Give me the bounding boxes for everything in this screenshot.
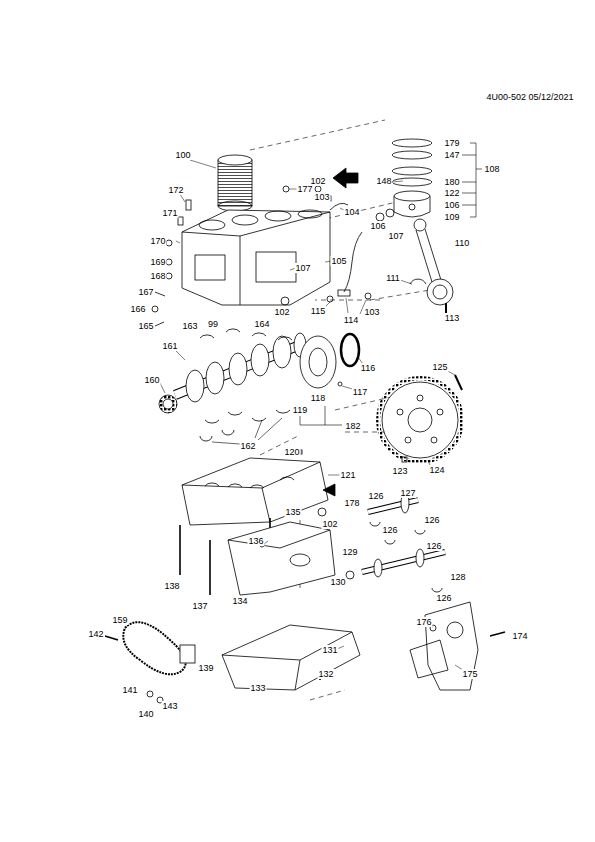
callout-number: 124	[428, 465, 445, 475]
callout-number: 122	[443, 188, 460, 198]
callout-number: 125	[431, 362, 448, 372]
callout-number: 119	[292, 405, 308, 415]
callout-number: 123	[391, 466, 408, 476]
callout-number: 126	[381, 525, 398, 535]
seal-plate	[300, 334, 359, 388]
callout-number: 170	[149, 236, 166, 246]
callout-number: 148	[375, 176, 392, 186]
callout-number: 159	[111, 615, 128, 625]
callout-number: 106	[369, 221, 386, 231]
callout-number: 126	[435, 593, 452, 603]
callout-number: 103	[313, 192, 330, 202]
bearing-halves	[200, 329, 292, 441]
callout-number: 161	[161, 341, 178, 351]
callout-number: 147	[443, 150, 460, 160]
callout-number: 115	[310, 306, 326, 316]
callout-number: 116	[360, 363, 376, 373]
callout-number: 127	[399, 488, 416, 498]
callout-number: 162	[239, 441, 256, 451]
callout-number: 113	[444, 313, 460, 323]
callout-number: 108	[483, 164, 500, 174]
callout-number: 100	[174, 150, 191, 160]
callout-number: 99	[207, 319, 219, 329]
flywheel	[378, 375, 462, 462]
direction-arrow	[333, 168, 358, 188]
callout-number: 102	[309, 176, 326, 186]
callout-number: 172	[167, 185, 184, 195]
callout-number: 111	[385, 273, 401, 283]
callout-number: 137	[191, 601, 208, 611]
water-pump	[410, 602, 505, 690]
callout-number: 142	[87, 629, 104, 639]
connecting-rod	[410, 219, 453, 318]
callout-number: 176	[415, 617, 432, 627]
cylinder-block	[182, 210, 330, 305]
oil-pan	[222, 625, 360, 690]
callout-number: 104	[343, 207, 360, 217]
callout-number: 164	[253, 319, 270, 329]
callout-number: 126	[423, 515, 440, 525]
callout-number: 136	[247, 536, 264, 546]
small-fasteners	[152, 186, 394, 326]
callout-number: 128	[449, 572, 466, 582]
callout-number: 163	[181, 321, 198, 331]
callout-number: 107	[387, 231, 404, 241]
callout-number: 131	[321, 645, 338, 655]
crankshaft	[159, 333, 306, 413]
drawing-reference: 4U00-502 05/12/2021	[485, 92, 574, 102]
callout-number: 102	[321, 519, 338, 529]
piston-rings	[392, 139, 432, 186]
callout-number: 114	[343, 315, 359, 325]
callout-number: 141	[121, 685, 138, 695]
callout-number: 179	[443, 138, 460, 148]
callout-number: 121	[339, 470, 356, 480]
callout-number: 110	[454, 238, 470, 248]
callout-number: 165	[137, 321, 154, 331]
callout-number: 129	[341, 547, 358, 557]
leader-lines	[160, 160, 463, 670]
callout-number: 175	[461, 669, 478, 679]
callout-number: 180	[443, 177, 460, 187]
callout-number: 133	[249, 683, 266, 693]
callout-number: 166	[129, 304, 146, 314]
callout-number: 168	[149, 271, 166, 281]
callout-number: 167	[137, 287, 154, 297]
callout-number: 132	[317, 669, 334, 679]
callout-number: 130	[329, 577, 346, 587]
callout-number: 160	[143, 375, 160, 385]
callout-number: 105	[330, 256, 347, 266]
callout-number: 118	[310, 393, 326, 403]
callout-number: 174	[511, 631, 528, 641]
callout-number: 107	[294, 263, 311, 273]
callout-number: 169	[149, 257, 166, 267]
callout-number: 103	[363, 307, 380, 317]
callout-number: 120	[283, 447, 300, 457]
callout-number: 109	[443, 212, 460, 222]
balance-shafts	[346, 493, 445, 592]
cylinder-liner	[218, 155, 252, 211]
piston	[394, 191, 430, 217]
callout-number: 126	[367, 491, 384, 501]
callout-number: 143	[161, 701, 178, 711]
oil-pump-housing	[228, 522, 335, 595]
callout-number: 117	[352, 387, 368, 397]
timing-chain	[105, 622, 195, 703]
oil-jet-tube	[327, 232, 371, 302]
callout-number: 102	[273, 307, 290, 317]
callout-number: 138	[163, 581, 180, 591]
callout-number: 140	[137, 709, 154, 719]
callout-number: 178	[343, 498, 360, 508]
lower-crankcase	[182, 450, 335, 525]
callout-number: 134	[231, 596, 248, 606]
callout-number: 139	[197, 663, 214, 673]
callout-number: 182	[344, 421, 361, 431]
callout-number: 171	[161, 208, 178, 218]
callout-number: 106	[443, 200, 460, 210]
callout-number: 126	[425, 541, 442, 551]
callout-number: 135	[284, 507, 301, 517]
